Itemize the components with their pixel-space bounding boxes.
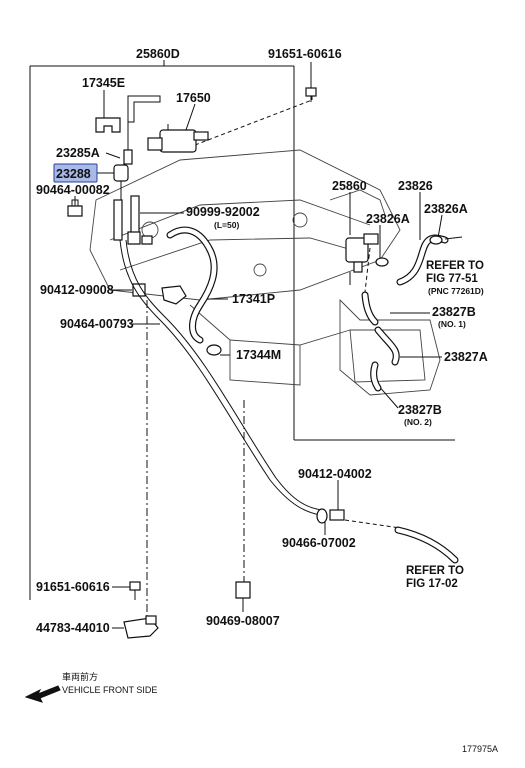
part-labels[interactable]: 25860D 91651-60616 17345E 17650 23285A 2… bbox=[36, 47, 488, 635]
label-23826A-2[interactable]: 23826A bbox=[424, 202, 468, 216]
direction-label-jp: 車両前方 bbox=[62, 671, 98, 682]
label-44783-44010[interactable]: 44783-44010 bbox=[36, 621, 110, 635]
clamp-90412-04002 bbox=[329, 509, 345, 521]
label-23826A-1[interactable]: 23826A bbox=[366, 212, 410, 226]
ref-fig17-line1: REFER TO bbox=[406, 565, 464, 577]
bolt-91651-top bbox=[305, 87, 317, 102]
assembly-frame bbox=[29, 60, 455, 600]
leader-lines bbox=[74, 62, 443, 629]
filter-23285A bbox=[123, 120, 133, 165]
label-90469-08007[interactable]: 90469-08007 bbox=[206, 614, 280, 628]
front-arrow-icon bbox=[24, 685, 61, 703]
label-90464-00082[interactable]: 90464-00082 bbox=[36, 183, 110, 197]
direction-label-en: VEHICLE FRONT SIDE bbox=[62, 685, 157, 695]
label-25860D[interactable]: 25860D bbox=[136, 47, 180, 61]
hose-to-fig17 bbox=[394, 526, 459, 564]
hose-23827A bbox=[374, 326, 400, 366]
label-23827B-no2[interactable]: 23827B bbox=[398, 403, 442, 417]
vacuum-line bbox=[119, 239, 323, 516]
clip-90469 bbox=[235, 581, 251, 599]
label-90464-00793[interactable]: 90464-00793 bbox=[60, 317, 134, 331]
label-90999-92002[interactable]: 90999-92002 bbox=[186, 205, 260, 219]
vehicle-front-indicator: 車両前方 VEHICLE FRONT SIDE bbox=[24, 671, 157, 703]
bracket-44783 bbox=[123, 615, 159, 639]
label-90999-length: (L=50) bbox=[214, 220, 239, 230]
ref-fig77-line2[interactable]: FIG 77-51 bbox=[426, 273, 478, 285]
label-23826[interactable]: 23826 bbox=[398, 179, 433, 193]
vsv-17650 bbox=[147, 124, 209, 153]
clamp-23826A bbox=[375, 235, 463, 267]
reference-fig-17-02[interactable]: REFER TO FIG 17-02 bbox=[406, 565, 464, 590]
label-90466-07002[interactable]: 90466-07002 bbox=[282, 536, 356, 550]
label-91651-60616-bottom[interactable]: 91651-60616 bbox=[36, 580, 110, 594]
clip-17344M bbox=[206, 344, 222, 356]
ref-fig77-line1: REFER TO bbox=[426, 260, 484, 272]
hose-23827B-no2 bbox=[370, 361, 382, 392]
label-17341P[interactable]: 17341P bbox=[232, 292, 275, 306]
label-90412-04002[interactable]: 90412-04002 bbox=[298, 467, 372, 481]
reference-fig-77-51[interactable]: REFER TO FIG 77-51 (PNC 77261D) bbox=[426, 260, 484, 296]
label-17345E[interactable]: 17345E bbox=[82, 76, 125, 90]
clip-90464-00082 bbox=[67, 199, 83, 217]
pipe-23827B bbox=[361, 291, 379, 326]
label-23827B-no1-sub: (NO. 1) bbox=[438, 319, 466, 329]
label-23288[interactable]: 23288 bbox=[56, 167, 91, 181]
vsv-25860 bbox=[345, 233, 379, 285]
damper-23288 bbox=[113, 164, 129, 200]
label-17650[interactable]: 17650 bbox=[176, 91, 211, 105]
ref-fig17-line2[interactable]: FIG 17-02 bbox=[406, 578, 458, 590]
selected-part-highlight bbox=[53, 163, 98, 183]
label-17344M[interactable]: 17344M bbox=[236, 348, 281, 362]
label-25860[interactable]: 25860 bbox=[332, 179, 367, 193]
routing-dashed bbox=[146, 94, 401, 620]
bolt-91651-bottom bbox=[129, 581, 141, 600]
label-90412-09008[interactable]: 90412-09008 bbox=[40, 283, 114, 297]
clip-90464-00793 bbox=[161, 285, 187, 305]
clip-90466-07002 bbox=[316, 508, 328, 524]
label-23827B-no2-sub: (NO. 2) bbox=[404, 417, 432, 427]
label-23827A[interactable]: 23827A bbox=[444, 350, 488, 364]
hose-17341P bbox=[166, 226, 218, 344]
ref-fig77-line3: (PNC 77261D) bbox=[428, 286, 484, 296]
clamp-90412-09008 bbox=[127, 231, 153, 297]
figure-number: 177975A bbox=[462, 744, 498, 754]
label-91651-60616-top[interactable]: 91651-60616 bbox=[268, 47, 342, 61]
label-23285A[interactable]: 23285A bbox=[56, 146, 100, 160]
label-23827B-no1[interactable]: 23827B bbox=[432, 305, 476, 319]
